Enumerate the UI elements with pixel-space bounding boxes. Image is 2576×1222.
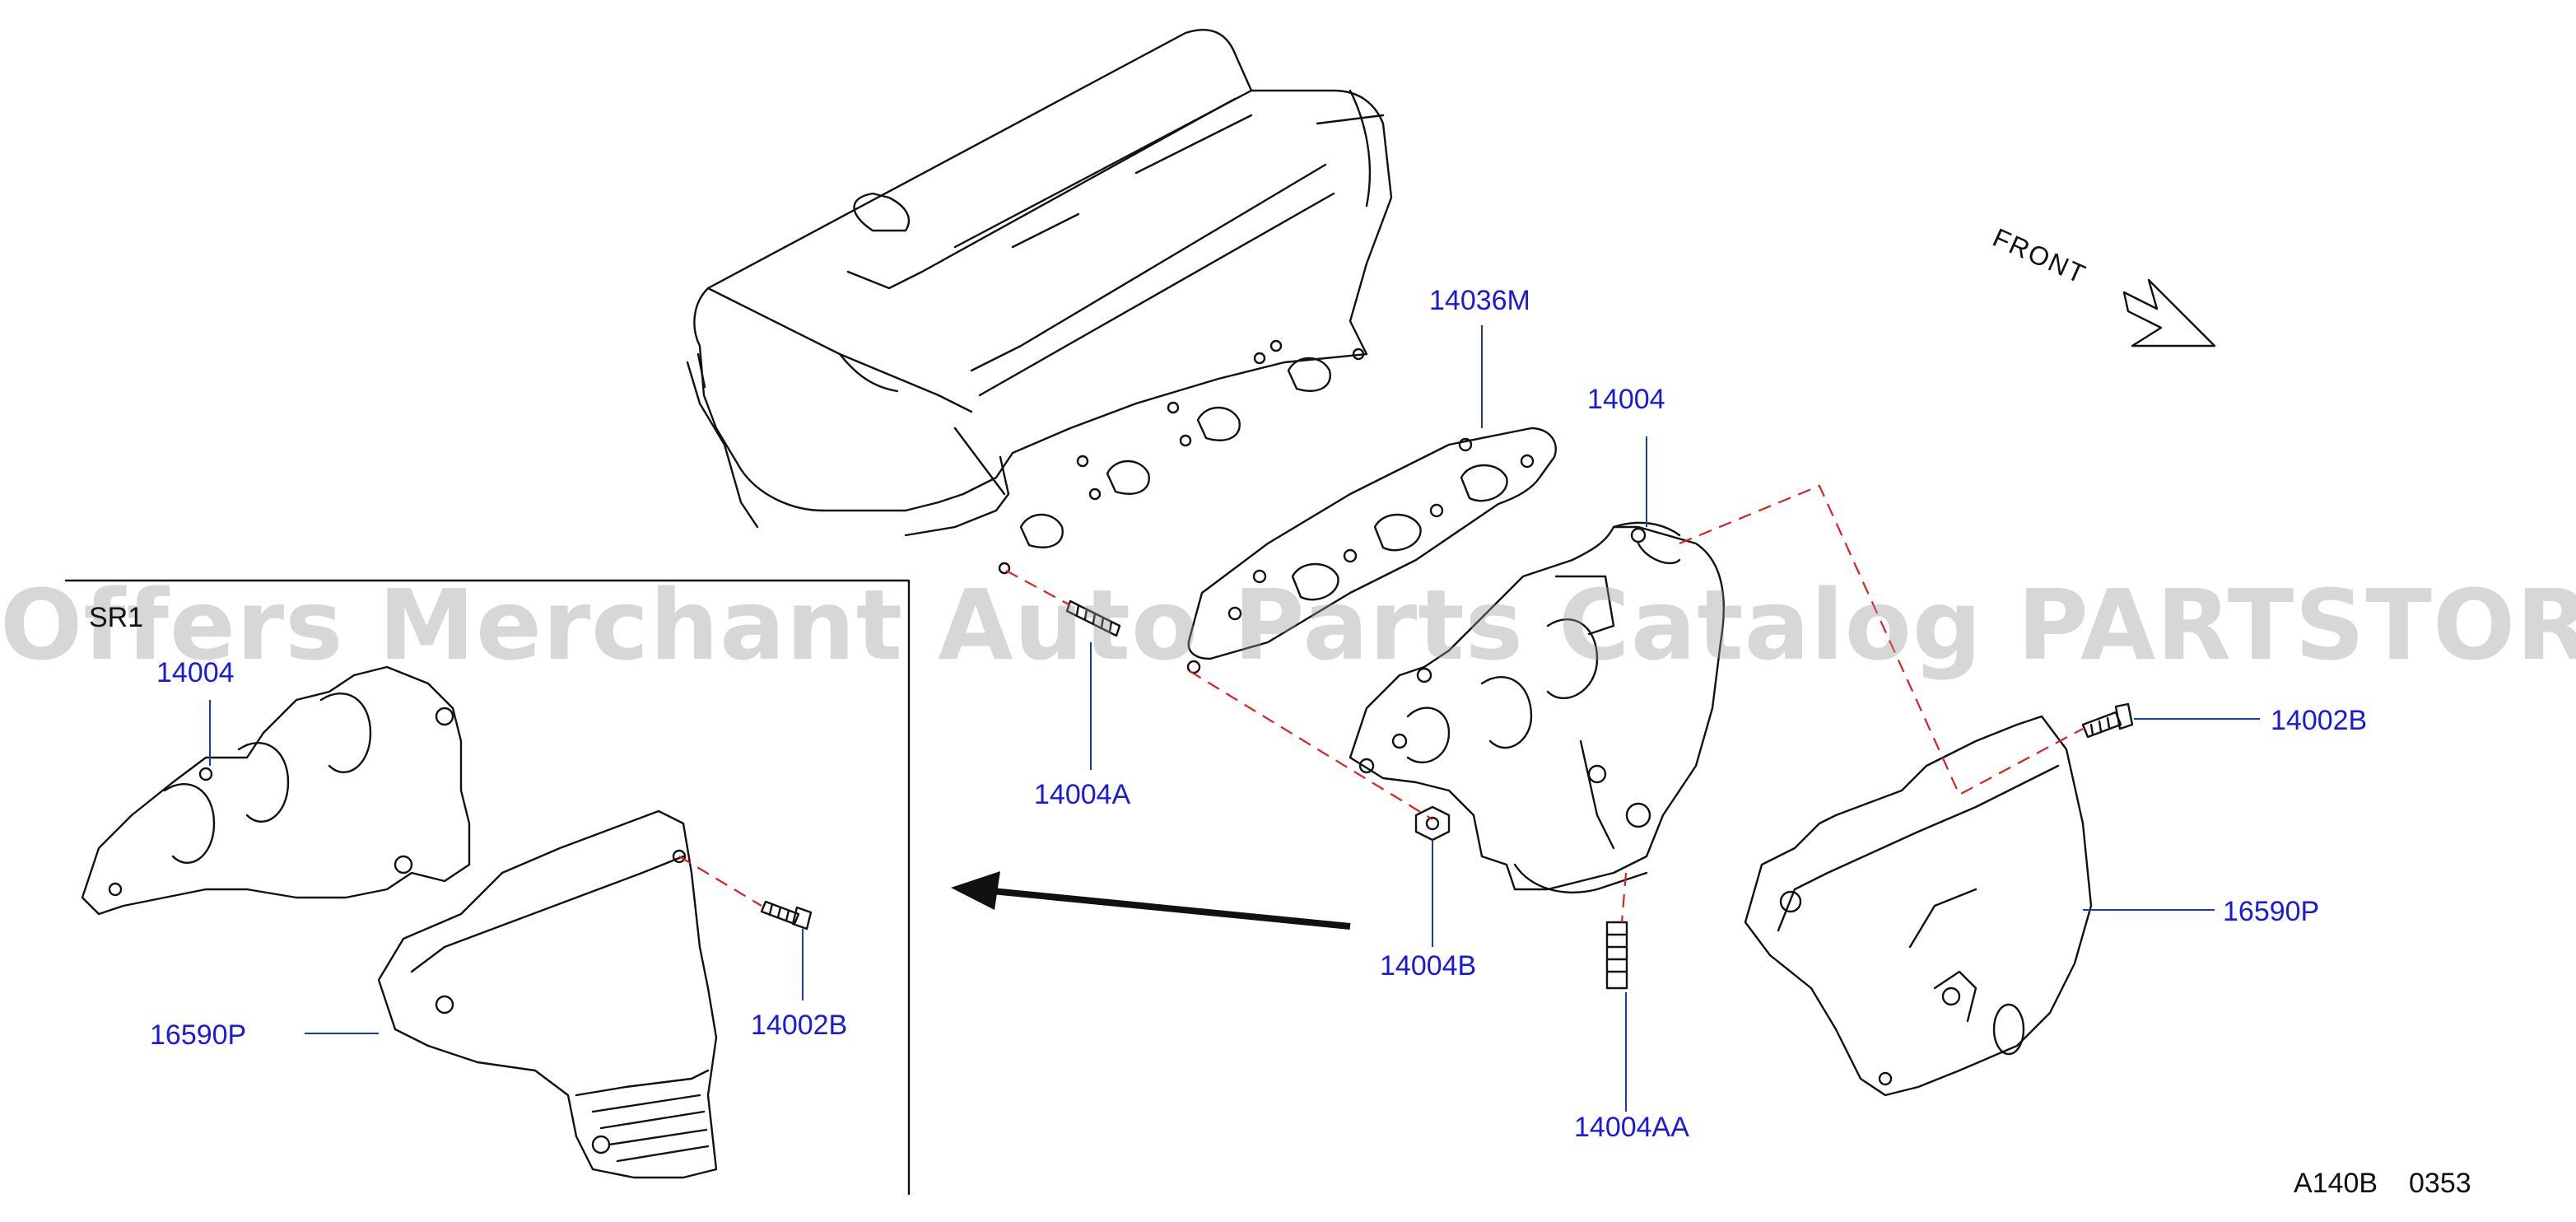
footer-code: A140B: [2294, 1168, 2378, 1199]
label-bolt[interactable]: 14002B: [2271, 705, 2368, 736]
alignment-dashed-lines: [678, 484, 2084, 923]
label-inset-bolt[interactable]: 14002B: [751, 1010, 848, 1041]
footer-number: 0353: [2409, 1168, 2471, 1199]
inset-exhaust-manifold: [81, 665, 471, 916]
exhaust-manifold: [1349, 521, 1725, 893]
stud-14004A: [1065, 599, 1121, 637]
stud-14004AA: [1605, 921, 1628, 990]
inset-frame: [64, 579, 911, 1196]
heat-shield-main: [1744, 715, 2093, 1097]
inset-title: SR1: [89, 602, 144, 633]
front-direction-arrow: [2122, 278, 2216, 347]
label-stud-lower[interactable]: 14004AA: [1574, 1112, 1689, 1143]
bolt-14002B-main: [2081, 702, 2134, 739]
label-nut[interactable]: 14004B: [1380, 950, 1477, 982]
exhaust-gasket: [1186, 427, 1557, 674]
label-cover[interactable]: 16590P: [2223, 896, 2320, 927]
label-manifold[interactable]: 14004: [1587, 384, 1665, 415]
head-port-holes: [998, 339, 1365, 575]
label-stud[interactable]: 14004A: [1034, 779, 1131, 810]
inset-reference-arrow: [951, 871, 1351, 930]
label-inset-cover[interactable]: 16590P: [150, 1019, 247, 1051]
nut-14004B: [1414, 805, 1451, 842]
label-gasket[interactable]: 14036M: [1429, 285, 1530, 316]
label-inset-manifold[interactable]: 14004: [156, 657, 235, 688]
inset-bolt-14002B: [760, 900, 813, 930]
leader-lines: [209, 325, 2260, 1112]
watermark-text: Offers Merchant Auto Parts Catalog PARTS…: [0, 568, 2576, 682]
engine-cylinder-head: [686, 29, 1393, 537]
inset-heat-shield: [377, 809, 718, 1179]
